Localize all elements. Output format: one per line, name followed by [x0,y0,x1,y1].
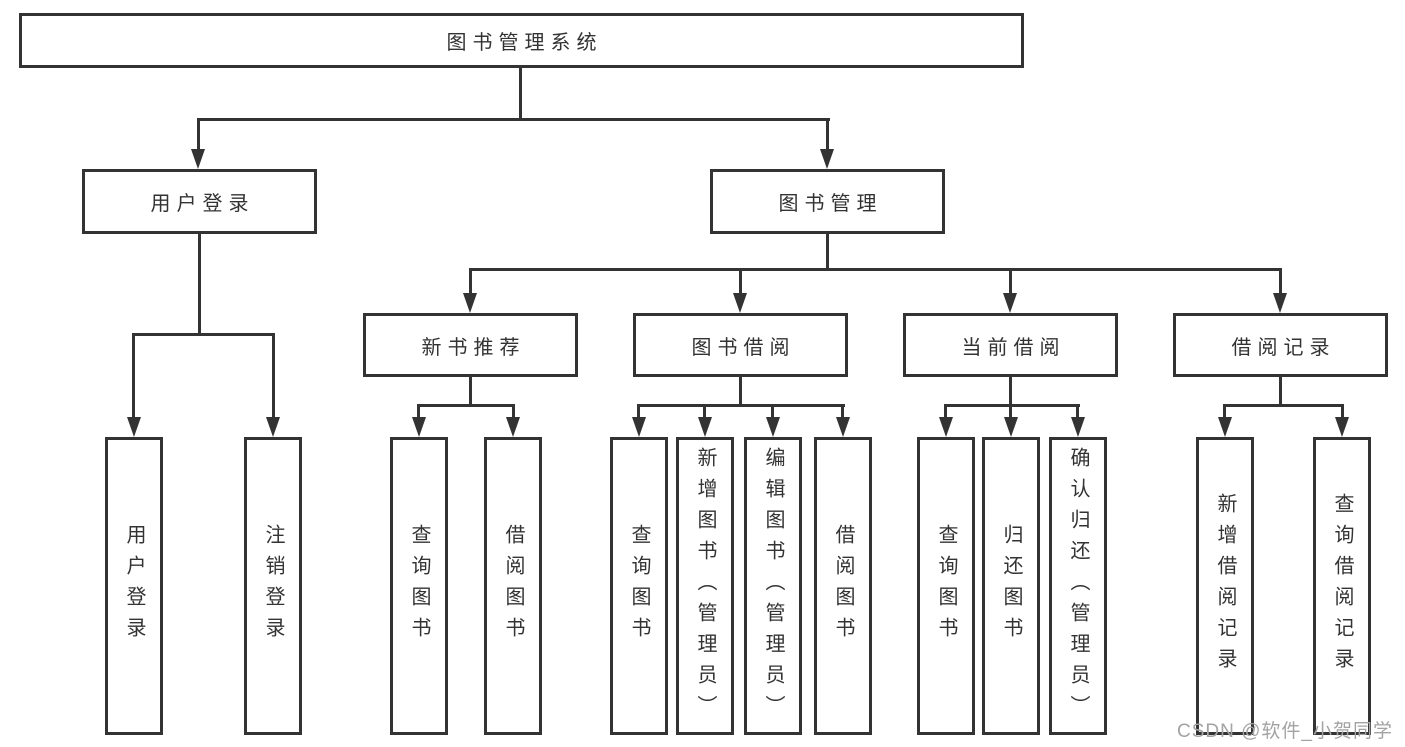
arrow-to-book-borrow [733,293,747,313]
connector-current-borrow-stem [1009,377,1012,406]
connector-drop [637,404,640,420]
arrow-to-leaf [939,417,953,437]
node-root-library-system: 图书管理系统 [19,13,1024,68]
connector-user-login-split [132,333,275,336]
connector-root-stem [519,68,522,121]
connector-user-login-drop [197,120,200,150]
leaf-query-book-rec: 查询图书 [390,437,448,735]
leaf-query-borrow-record: 查询借阅记录 [1313,437,1371,735]
connector-current-borrow-split [944,404,1080,407]
arrow-to-borrow-record [1273,293,1287,313]
connector-level2-split [197,118,830,121]
connector-drop [1341,404,1344,420]
arrow-to-leaf [1218,417,1232,437]
leaf-query-book-current: 查询图书 [917,437,975,735]
leaf-borrow-book-rec: 借阅图书 [484,437,542,735]
connector-level3-split [469,268,1282,271]
arrow-to-leaf [1071,417,1085,437]
node-user-login: 用户登录 [82,169,317,234]
leaf-logout: 注销登录 [244,437,302,735]
node-borrow-record: 借阅记录 [1173,313,1388,377]
arrow-to-current-borrow [1003,293,1017,313]
connector-borrow-record-stem [1279,377,1282,406]
connector-drop-book-borrow [739,270,742,296]
connector-book-mgmt-stem [826,234,829,270]
arrow-to-new-book [463,293,477,313]
arrow-to-leaf-login [127,417,141,437]
leaf-edit-book-admin: 编辑图书（管理员） [744,437,802,735]
arrow-to-leaf-logout [266,417,280,437]
connector-book-borrow-split [637,404,845,407]
leaf-confirm-return-admin: 确认归还（管理员） [1049,437,1107,735]
leaf-add-book-admin: 新增图书（管理员） [676,437,734,735]
connector-drop-borrow-record [1279,270,1282,296]
connector-user-login-stem [198,234,201,335]
arrow-to-leaf [506,417,520,437]
arrow-to-leaf [412,417,426,437]
connector-new-book-stem [469,377,472,406]
leaf-user-login: 用户登录 [105,437,163,735]
arrow-to-leaf [1335,417,1349,437]
connector-new-book-split [417,404,515,407]
connector-book-mgmt-drop [826,120,829,150]
connector-drop [512,404,515,420]
arrow-to-user-login [191,149,205,169]
connector-drop [944,404,947,420]
arrow-to-leaf [632,417,646,437]
arrow-to-book-mgmt [820,149,834,169]
node-book-mgmt: 图书管理 [710,169,945,234]
connector-drop [841,404,844,420]
leaf-borrow-book: 借阅图书 [814,437,872,735]
leaf-query-book: 查询图书 [610,437,668,735]
arrow-to-leaf [698,417,712,437]
node-new-book-rec: 新书推荐 [363,313,578,377]
connector-drop-leaf-logout [272,335,275,420]
connector-drop [771,404,774,420]
connector-drop [1076,404,1079,420]
connector-drop [417,404,420,420]
connector-drop [1223,404,1226,420]
connector-borrow-record-split [1223,404,1344,407]
connector-book-borrow-stem [739,377,742,406]
arrow-to-leaf [1004,417,1018,437]
connector-drop-new-book [469,270,472,296]
connector-drop-leaf-login [132,335,135,420]
node-book-borrow: 图书借阅 [633,313,848,377]
leaf-add-borrow-record: 新增借阅记录 [1196,437,1254,735]
leaf-return-book: 归还图书 [982,437,1040,735]
connector-drop [703,404,706,420]
csdn-watermark: CSDN @软件_小贺同学 [1177,721,1393,742]
connector-drop [1009,404,1012,420]
arrow-to-leaf [766,417,780,437]
arrow-to-leaf [836,417,850,437]
node-current-borrow: 当前借阅 [903,313,1118,377]
connector-drop-current-borrow [1009,270,1012,296]
